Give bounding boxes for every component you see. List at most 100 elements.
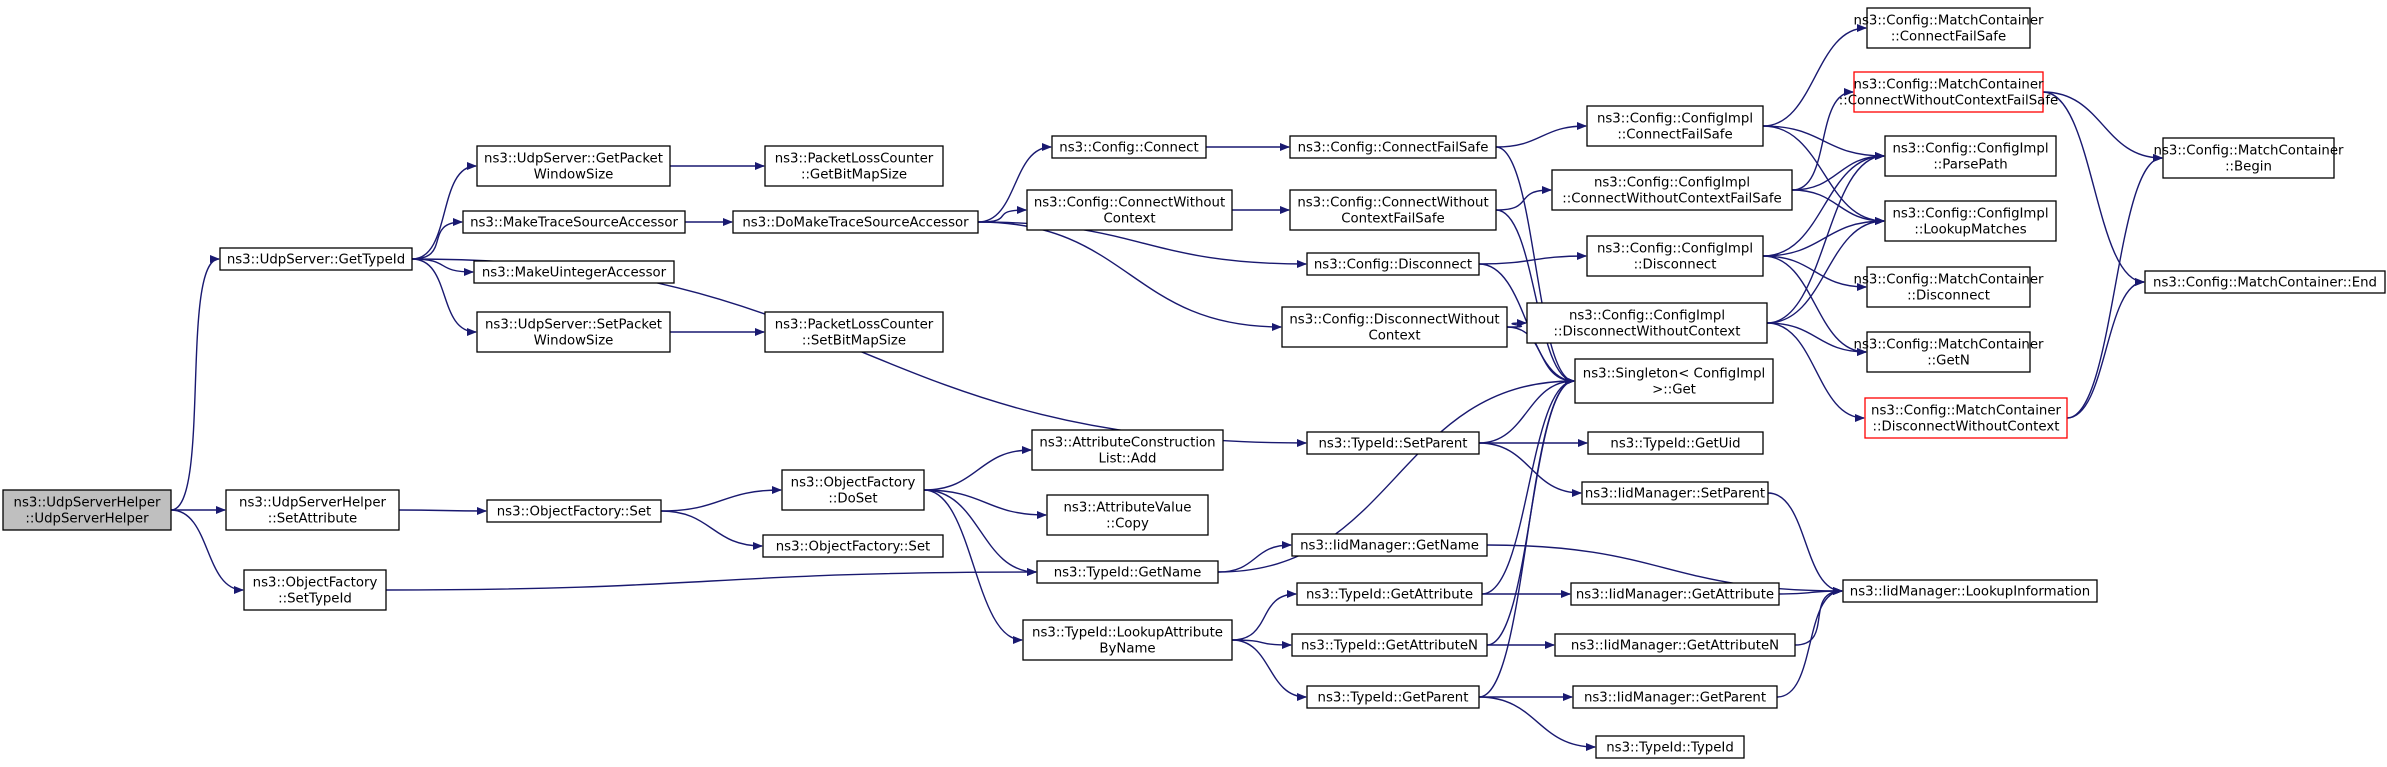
node-box[interactable] — [476, 311, 671, 353]
node-box[interactable] — [243, 569, 387, 611]
node-box[interactable] — [1046, 494, 1209, 536]
node-box[interactable] — [1586, 105, 1764, 147]
node-box[interactable] — [1853, 71, 2044, 113]
node-n39[interactable]: ns3::IidManager::GetName — [1291, 533, 1488, 557]
node-n30[interactable]: ns3::TypeId::GetUid — [1587, 431, 1764, 455]
node-box[interactable] — [781, 469, 925, 511]
node-n32[interactable]: ns3::IidManager::LookupInformation — [1842, 579, 2098, 603]
node-n35[interactable]: ns3::ObjectFactory::DoSet — [781, 469, 925, 511]
node-box[interactable] — [1296, 582, 1483, 606]
node-n25[interactable]: ns3::Config::MatchContainer::DisconnectW… — [1864, 397, 2068, 439]
node-n38[interactable]: ns3::TypeId::GetName — [1036, 560, 1219, 584]
node-n44[interactable]: ns3::IidManager::GetAttributeN — [1554, 633, 1796, 657]
node-box[interactable] — [732, 210, 979, 234]
node-n22[interactable]: ns3::Config::MatchContainer::GetN — [1854, 331, 2044, 373]
node-box[interactable] — [1884, 135, 2057, 177]
node-box[interactable] — [462, 210, 686, 234]
node-box[interactable] — [1586, 235, 1764, 277]
node-n20[interactable]: ns3::Config::ConfigImpl::Disconnect — [1586, 235, 1764, 277]
node-box[interactable] — [1866, 266, 2031, 308]
node-box[interactable] — [1570, 582, 1780, 606]
node-box[interactable] — [1842, 579, 2098, 603]
node-box[interactable] — [1554, 633, 1796, 657]
node-n11[interactable]: ns3::Config::ConfigImpl::LookupMatches — [1884, 200, 2057, 242]
node-box[interactable] — [1289, 189, 1497, 231]
node-box[interactable] — [473, 260, 675, 284]
node-n0[interactable]: ns3::UdpServerHelper::UdpServerHelper — [2, 489, 172, 531]
node-n46[interactable]: ns3::IidManager::GetParent — [1572, 685, 1778, 709]
node-n16[interactable]: ns3::Config::ConnectWithoutContextFailSa… — [1289, 189, 1497, 231]
node-box[interactable] — [1587, 431, 1764, 455]
node-n49[interactable]: ns3::ObjectFactory::SetTypeId — [243, 569, 387, 611]
node-box[interactable] — [1026, 189, 1233, 231]
node-box[interactable] — [1051, 135, 1207, 159]
node-n9[interactable]: ns3::Config::MatchContainer::ConnectFail… — [1854, 7, 2044, 49]
node-box[interactable] — [1306, 252, 1480, 276]
node-box[interactable] — [1864, 397, 2068, 439]
node-box[interactable] — [486, 499, 662, 523]
node-n10[interactable]: ns3::Config::ConfigImpl::ParsePath — [1884, 135, 2057, 177]
node-n19[interactable]: ns3::Config::Disconnect — [1306, 252, 1480, 276]
node-box[interactable] — [1884, 200, 2057, 242]
node-box[interactable] — [1281, 306, 1508, 348]
node-n5[interactable]: ns3::DoMakeTraceSourceAccessor — [732, 210, 979, 234]
node-box[interactable] — [2162, 137, 2335, 179]
node-n48[interactable]: ns3::ObjectFactory::Set — [762, 534, 944, 558]
node-n47[interactable]: ns3::TypeId::TypeId — [1595, 735, 1745, 759]
node-box[interactable] — [2, 489, 172, 531]
node-box[interactable] — [762, 534, 944, 558]
node-n31[interactable]: ns3::IidManager::SetParent — [1581, 481, 1769, 505]
node-n28[interactable]: ns3::PacketLossCounter::SetBitMapSize — [764, 311, 944, 353]
node-box[interactable] — [1289, 135, 1497, 159]
node-box[interactable] — [225, 489, 400, 531]
node-box[interactable] — [1866, 7, 2031, 49]
node-box[interactable] — [1866, 331, 2031, 373]
node-n4[interactable]: ns3::MakeTraceSourceAccessor — [462, 210, 686, 234]
node-n29[interactable]: ns3::TypeId::SetParent — [1306, 431, 1480, 455]
node-n17[interactable]: ns3::Config::ConfigImpl::ConnectWithoutC… — [1551, 169, 1793, 211]
node-n33[interactable]: ns3::UdpServerHelper::SetAttribute — [225, 489, 400, 531]
node-box[interactable] — [219, 247, 413, 271]
node-box[interactable] — [1306, 431, 1480, 455]
node-n6[interactable]: ns3::Config::Connect — [1051, 135, 1207, 159]
node-box[interactable] — [1291, 533, 1488, 557]
node-n3[interactable]: ns3::PacketLossCounter::GetBitMapSize — [764, 145, 944, 187]
node-n45[interactable]: ns3::TypeId::GetParent — [1306, 685, 1480, 709]
node-box[interactable] — [1031, 429, 1224, 471]
node-n13[interactable]: ns3::Config::MatchContainer::Begin — [2154, 137, 2344, 179]
node-n18[interactable]: ns3::Singleton< ConfigImpl >::Get — [1574, 358, 1774, 404]
node-n42[interactable]: ns3::IidManager::GetAttribute — [1570, 582, 1780, 606]
node-n41[interactable]: ns3::TypeId::GetAttribute — [1296, 582, 1483, 606]
node-box[interactable] — [1022, 619, 1233, 661]
node-n43[interactable]: ns3::TypeId::GetAttributeN — [1291, 633, 1488, 657]
node-box[interactable] — [1036, 560, 1219, 584]
node-n1[interactable]: ns3::UdpServer::GetTypeId — [219, 247, 413, 271]
node-box[interactable] — [764, 311, 944, 353]
node-n34[interactable]: ns3::ObjectFactory::Set — [486, 499, 662, 523]
node-n21[interactable]: ns3::Config::MatchContainer::Disconnect — [1854, 266, 2044, 308]
node-box[interactable] — [1306, 685, 1480, 709]
node-box[interactable] — [764, 145, 944, 187]
node-box[interactable] — [1526, 302, 1768, 344]
node-box[interactable] — [1595, 735, 1745, 759]
node-box[interactable] — [1572, 685, 1778, 709]
node-box[interactable] — [2144, 270, 2386, 294]
node-box[interactable] — [1551, 169, 1793, 211]
node-n14[interactable]: ns3::Config::MatchContainer::End — [2144, 270, 2386, 294]
node-box[interactable] — [476, 145, 671, 187]
node-n23[interactable]: ns3::Config::DisconnectWithoutContext — [1281, 306, 1508, 348]
node-box[interactable] — [1581, 481, 1769, 505]
node-n15[interactable]: ns3::Config::ConnectWithoutContext — [1026, 189, 1233, 231]
node-box[interactable] — [1574, 358, 1774, 404]
node-n12[interactable]: ns3::Config::MatchContainer::ConnectWith… — [1839, 71, 2058, 113]
node-n8[interactable]: ns3::Config::ConfigImpl::ConnectFailSafe — [1586, 105, 1764, 147]
node-n37[interactable]: ns3::AttributeValue::Copy — [1046, 494, 1209, 536]
node-n26[interactable]: ns3::MakeUintegerAccessor — [473, 260, 675, 284]
node-box[interactable] — [1291, 633, 1488, 657]
node-n7[interactable]: ns3::Config::ConnectFailSafe — [1289, 135, 1497, 159]
node-n24[interactable]: ns3::Config::ConfigImpl::DisconnectWitho… — [1526, 302, 1768, 344]
